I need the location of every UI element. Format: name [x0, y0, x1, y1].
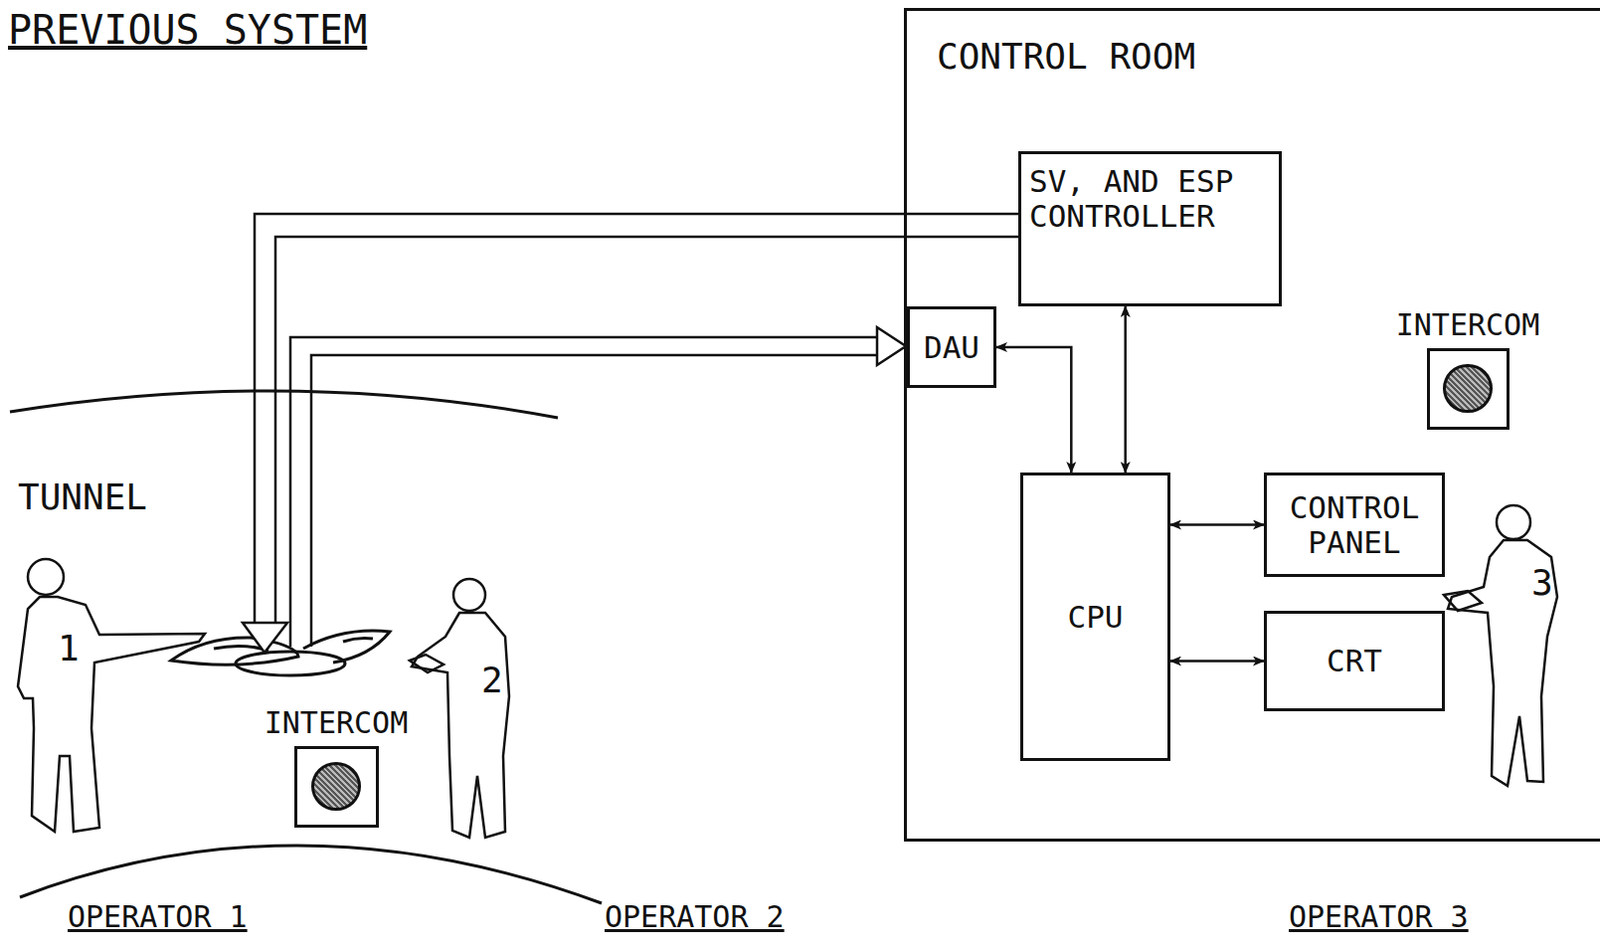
speaker-box	[294, 745, 379, 828]
intercom-label: INTERCOM	[1368, 308, 1568, 343]
controller-box: SV, AND ESP CONTROLLER	[1018, 151, 1282, 307]
speaker-box	[1426, 348, 1510, 430]
signal-cable	[242, 213, 1019, 653]
speaker-grille	[311, 761, 361, 811]
intercom: INTERCOM	[236, 706, 436, 828]
box-label: CPU	[1067, 599, 1124, 635]
diagram-title: PREVIOUS SYSTEM	[7, 7, 367, 52]
box-label: CONTROL PANEL	[1274, 490, 1434, 559]
control-panel-box: CONTROL PANEL	[1263, 472, 1445, 577]
operator-label: OPERATOR 3	[1288, 899, 1469, 933]
operator-label: OPERATOR 1	[67, 899, 248, 933]
cpu-box: CPU	[1020, 472, 1171, 761]
region-label: TUNNEL	[17, 477, 148, 518]
connector-arrow	[1170, 659, 1264, 663]
connector-arrow	[1170, 523, 1264, 527]
intercom: INTERCOM	[1368, 308, 1568, 430]
room-heading: CONTROL ROOM	[936, 36, 1196, 77]
crt-box: CRT	[1263, 610, 1445, 712]
operator-label: OPERATOR 2	[604, 899, 785, 933]
control-room: CONTROL ROOM SV, AND ESP CONTROLLER DAU INT…	[903, 7, 1600, 842]
box-label: DAU	[923, 330, 980, 365]
wind-tunnel-model	[171, 630, 390, 676]
intercom-label: INTERCOM	[236, 706, 436, 740]
connector-arrow	[996, 347, 1071, 473]
tunnel-wall	[9, 390, 602, 903]
speaker-grille	[1442, 363, 1492, 413]
box-label: CRT	[1326, 643, 1383, 679]
callout-number: 2	[481, 660, 504, 701]
connector-arrow	[1123, 306, 1127, 473]
callout-number: 3	[1531, 562, 1554, 603]
box-label: SV, AND ESP CONTROLLER	[1029, 164, 1271, 233]
dau-box: DAU	[906, 306, 997, 388]
callout-number: 1	[57, 628, 80, 669]
